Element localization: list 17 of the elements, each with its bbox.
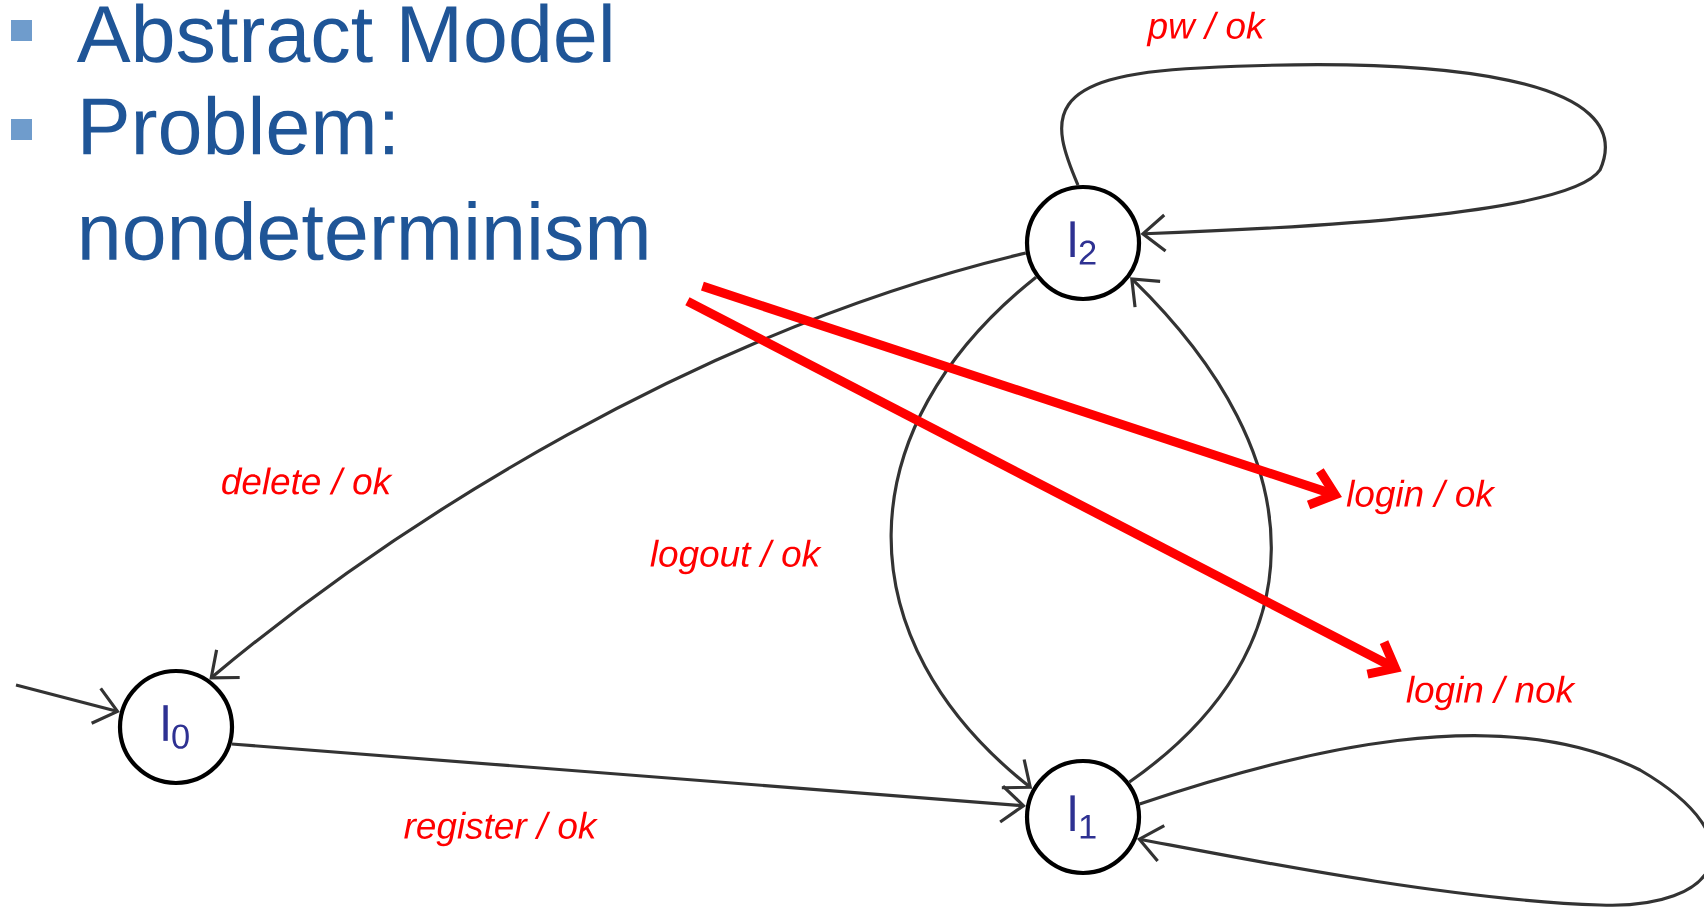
- pointer-arrow: [685, 297, 1402, 679]
- transition-arrow: [15, 683, 120, 725]
- edge-label: register / ok: [400, 808, 600, 850]
- edge-label: pw / ok: [1144, 8, 1268, 50]
- edge-label: logout / ok: [646, 536, 824, 578]
- edge-label: delete / ok: [217, 463, 395, 499]
- bullet-text: Abstract Model: [76, 3, 611, 63]
- transition-arrow: [231, 742, 1026, 824]
- transition-label: login / ok: [1346, 479, 1496, 515]
- transition-arrow: [1128, 277, 1273, 784]
- transition-arrow: [889, 275, 1038, 790]
- transition-arrow: [209, 251, 1027, 680]
- bullet-text: Problem: nondeterminism: [82, 95, 647, 261]
- pointer-arrow: [701, 281, 1342, 510]
- transition-arrow: [1136, 734, 1704, 907]
- transition-arrow: [1060, 63, 1607, 253]
- transition-label: login / nok: [1406, 675, 1576, 711]
